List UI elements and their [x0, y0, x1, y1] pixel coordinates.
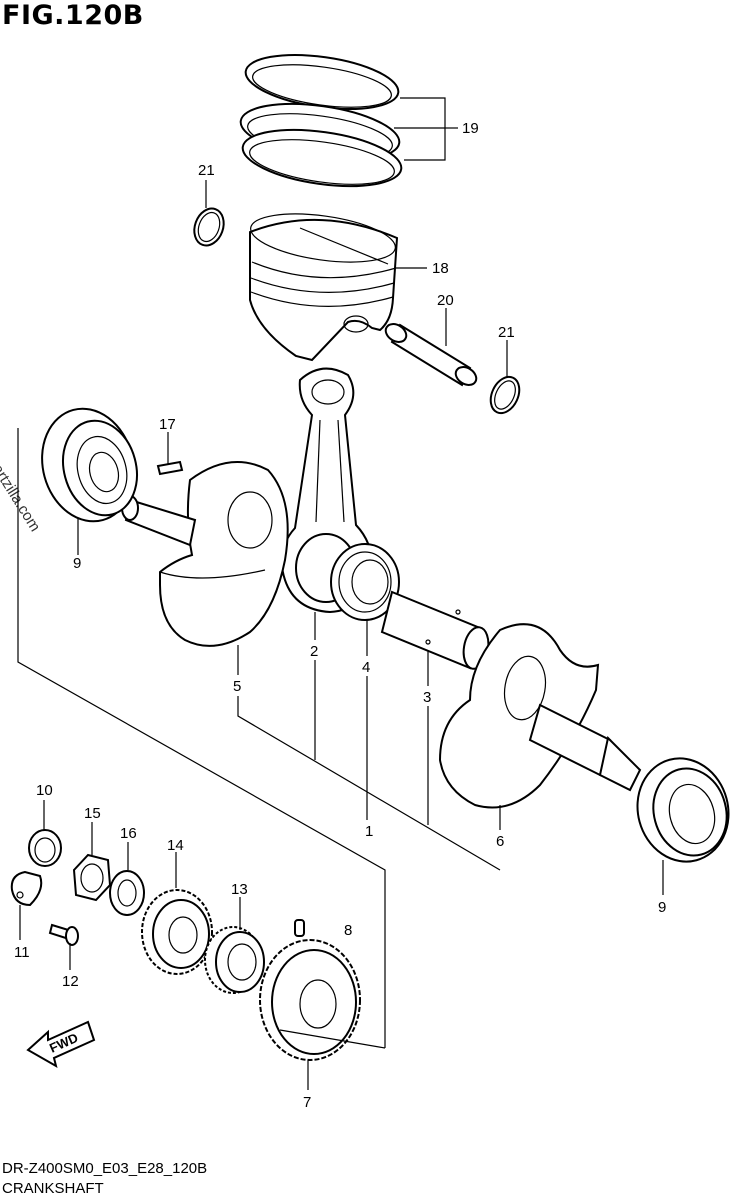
- nut[interactable]: [72, 853, 112, 902]
- crank-key[interactable]: [156, 460, 184, 476]
- callout-7: 7: [303, 1094, 311, 1111]
- crank-wheel-right[interactable]: [438, 623, 642, 809]
- callout-3: 3: [423, 689, 431, 706]
- callout-8: 8: [344, 922, 352, 939]
- callout-6: 6: [496, 833, 504, 850]
- piston-rings[interactable]: [237, 47, 405, 195]
- main-bearing-right[interactable]: [626, 748, 735, 872]
- callout-4: 4: [362, 659, 370, 676]
- callout-9-right: 9: [658, 899, 666, 916]
- piston-pin-circlip-right[interactable]: [485, 372, 525, 417]
- diagram-code: DR-Z400SM0_E03_E28_120B: [2, 1160, 208, 1177]
- main-bearing-left[interactable]: [30, 398, 147, 531]
- callout-19: 19: [462, 120, 479, 137]
- screw[interactable]: [48, 923, 79, 946]
- callout-13: 13: [231, 881, 248, 898]
- piston[interactable]: [248, 206, 399, 362]
- piston-pin[interactable]: [382, 320, 479, 388]
- crank-wheel-left[interactable]: [121, 461, 289, 647]
- callout-21-right: 21: [498, 324, 515, 341]
- callout-5: 5: [233, 678, 241, 695]
- callout-21-left: 21: [198, 162, 215, 179]
- callout-16: 16: [120, 825, 137, 842]
- callout-10: 10: [36, 782, 53, 799]
- dowel-pin[interactable]: [294, 919, 305, 937]
- callout-2: 2: [310, 643, 318, 660]
- callout-20: 20: [437, 292, 454, 309]
- leader-lines: [17, 97, 664, 1090]
- primary-drive-gear[interactable]: [259, 939, 361, 1061]
- forward-arrow-icon: FWD: [26, 1020, 96, 1069]
- callout-14: 14: [167, 837, 184, 854]
- callout-11: 11: [14, 944, 30, 961]
- callout-labels: 19 21 18 20 21 17 9 2 4 5 3 1 6 9 10 15 …: [14, 120, 666, 1111]
- callout-17: 17: [159, 416, 176, 433]
- figure-title: FIG.120B: [2, 0, 144, 31]
- gear-bushing[interactable]: [204, 926, 265, 994]
- callout-15: 15: [84, 805, 101, 822]
- piston-pin-circlip-left[interactable]: [189, 204, 228, 249]
- callout-1: 1: [365, 823, 373, 840]
- washer[interactable]: [109, 870, 145, 916]
- balancer-drive-gear[interactable]: [141, 889, 213, 975]
- lock-washer[interactable]: [10, 870, 43, 907]
- callout-12: 12: [62, 973, 79, 990]
- diagram-name: CRANKSHAFT: [2, 1180, 104, 1197]
- callout-18: 18: [432, 260, 449, 277]
- oil-seal[interactable]: [28, 829, 62, 867]
- crank-pin[interactable]: [380, 590, 491, 671]
- needle-bearing[interactable]: [330, 543, 400, 621]
- callout-9-left: 9: [73, 555, 81, 572]
